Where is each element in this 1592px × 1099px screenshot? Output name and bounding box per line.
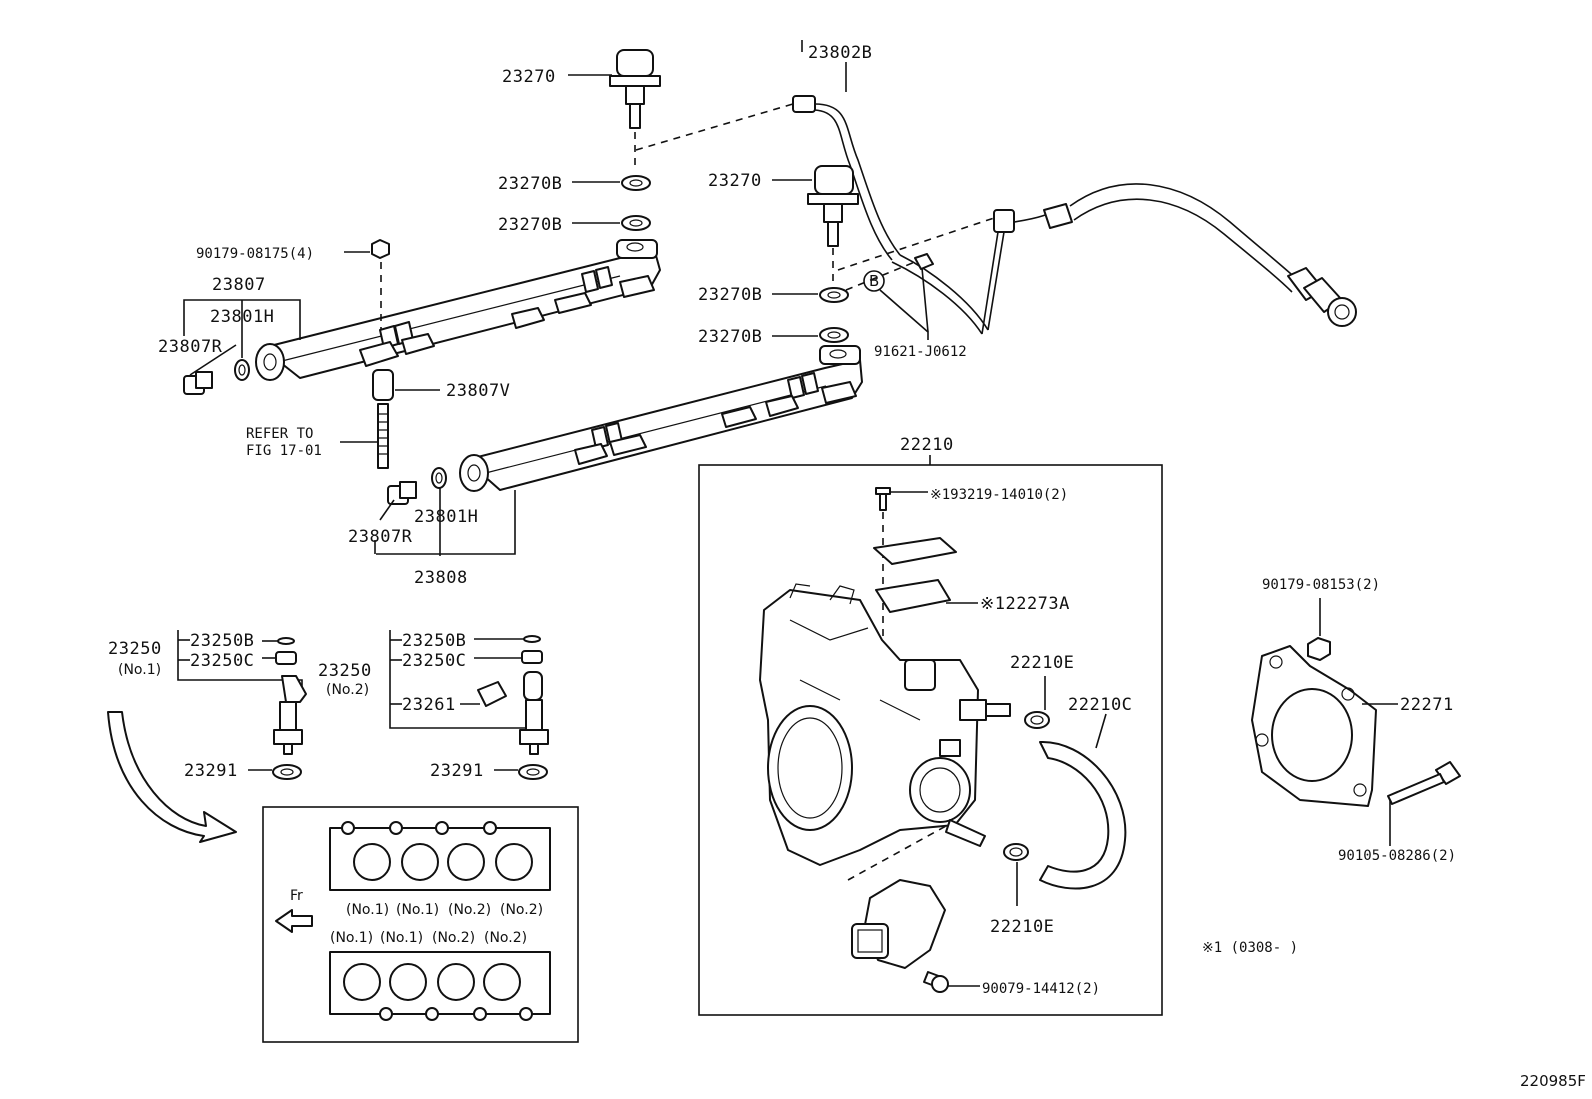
label-23807R-bottom: 23807R [348,527,413,547]
inset-top-no2a: (No.2) [448,902,491,918]
label-93219: ※193219-14010(2) [930,487,1068,503]
injector-no2 [519,671,549,755]
label-22273A: ※122273A [980,594,1070,614]
clip-22210E-bottom [1003,843,1029,861]
label-23261: 23261 [402,695,456,715]
curved-arrow [107,711,237,843]
label-23250-no2-sub: (No.2) [326,682,369,698]
o-ring-23250B-left [277,637,295,645]
o-ring-23270B-3 [819,287,849,303]
circle-b-text: B [869,272,879,290]
plug-23807R-top [183,371,213,395]
label-refer-line1: REFER TO [246,426,313,442]
clip-22210E-top [1024,711,1050,729]
throttle-body [759,583,1011,866]
plug-23807R-bottom [387,481,417,505]
figure-id: 220985F [1520,1072,1586,1090]
label-90079: 90079-14412(2) [982,981,1100,997]
gasket-22273A [875,579,951,613]
label-23270B-1: 23270B [498,174,562,194]
label-90179-08175: 90179-08175(4) [196,246,314,262]
o-ring-23291-left [272,764,302,780]
label-23250-no1: 23250 [108,639,162,659]
label-23802B: 23802B [808,43,872,63]
inset-top-no2b: (No.2) [500,902,543,918]
label-note-code: ※1 (0308- ) [1202,940,1298,956]
label-22210C: 22210C [1068,695,1132,715]
inset-top-no1b: (No.1) [396,902,439,918]
label-22210E-bottom: 22210E [990,917,1054,937]
cover-plate [873,537,957,565]
pressure-regulator-top [609,49,661,129]
inset-bot-no2b: (No.2) [484,930,527,946]
manifold-gasket-bottom [329,951,551,1021]
circle-b-marker: B [863,270,885,292]
label-23807R-top: 23807R [158,337,223,357]
o-ring-23250B-right [523,635,541,643]
o-ring-23270B-4 [819,327,849,343]
inset-top-no1a: (No.1) [346,902,389,918]
bolt-90105 [1387,761,1461,805]
label-23807: 23807 [212,275,266,295]
pressure-regulator-mid [807,165,859,247]
label-22210E-top: 22210E [1010,653,1074,673]
gasket-23801H-top [234,359,250,381]
label-23250-no1-sub: (No.1) [118,662,161,678]
inset-bot-no1a: (No.1) [330,930,373,946]
label-23291-left: 23291 [184,761,238,781]
label-23270B-2: 23270B [498,215,562,235]
label-23801H-top: 23801H [210,307,274,327]
front-arrow [275,909,313,933]
label-refer-line2: FIG 17-01 [246,443,322,459]
o-ring-23291-right [518,764,548,780]
gasket-22271 [1251,645,1377,807]
label-23291-right: 23291 [430,761,484,781]
label-22210: 22210 [900,435,954,455]
label-23270-top: 23270 [502,67,556,87]
o-ring-23270B-2 [621,215,651,231]
injector-no1 [273,675,307,755]
label-22271: 22271 [1400,695,1454,715]
label-23270-mid: 23270 [708,171,762,191]
ring-23250C-left [275,651,297,665]
screw-90079 [923,971,949,993]
hose-22210C [1039,740,1127,890]
cap-23261 [477,681,507,707]
inset-bot-no2a: (No.2) [432,930,475,946]
label-90105: 90105-08286(2) [1338,848,1456,864]
label-23250B-left: 23250B [190,631,254,651]
manifold-gasket-top [329,821,551,891]
throttle-position-sensor [851,879,946,969]
label-23250-no2: 23250 [318,661,372,681]
label-23270B-4: 23270B [698,327,762,347]
stud-bolt [377,403,389,469]
label-23808: 23808 [414,568,468,588]
label-23250C-right: 23250C [402,651,466,671]
label-23250C-left: 23250C [190,651,254,671]
inset-bot-no1b: (No.1) [380,930,423,946]
label-23801H-bottom: 23801H [414,507,478,527]
spacer-23807V [372,369,394,401]
fuel-delivery-pipe-upper [255,239,661,381]
label-23270B-3: 23270B [698,285,762,305]
gasket-23801H-bottom [431,467,447,489]
label-23807V: 23807V [446,381,510,401]
fuel-pressure-hose-23802B [792,95,1357,335]
ring-23250C-right [521,650,543,664]
injector-layout-inset [262,806,579,1043]
label-90179-08153: 90179-08153(2) [1262,577,1380,593]
nut-90179-08153 [1307,637,1331,661]
screw-93219 [875,487,891,511]
label-fr: Fr [290,888,303,904]
nut-90179-08175 [371,239,390,259]
fuel-delivery-pipe-lower [459,345,863,492]
o-ring-23270B-1 [621,175,651,191]
label-23250B-right: 23250B [402,631,466,651]
label-91621-J0612: 91621-J0612 [874,344,967,360]
